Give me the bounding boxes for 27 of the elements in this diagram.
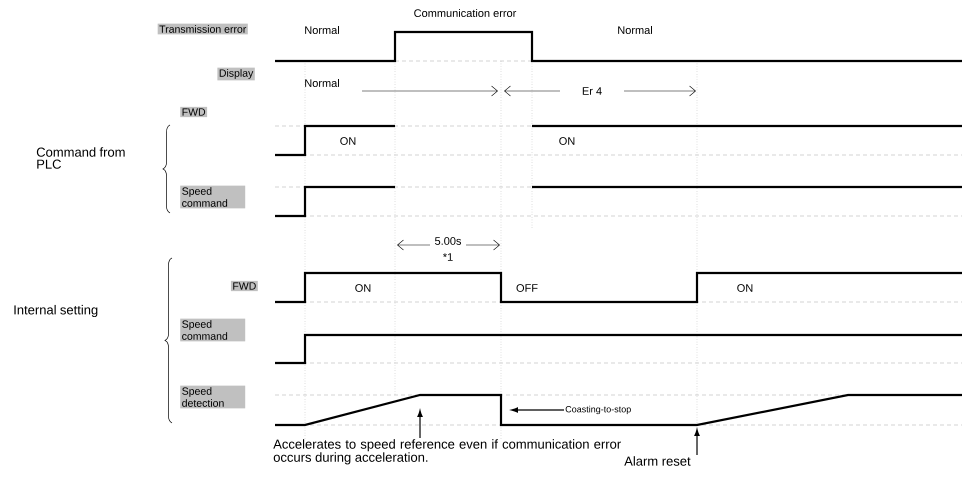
duration-label: *1 bbox=[442, 253, 453, 261]
signal-label: Speed command bbox=[180, 318, 246, 342]
state-label: ON bbox=[559, 137, 574, 145]
signal-label: FWD bbox=[230, 280, 258, 292]
state-label: Normal bbox=[305, 78, 339, 88]
state-label: ON bbox=[355, 284, 370, 292]
annotation-text: Accelerates to speed reference even if communication error occurs during acceleration. bbox=[273, 439, 621, 464]
annotation-text: Alarm reset bbox=[624, 456, 691, 466]
group-label: Internal setting bbox=[14, 304, 98, 318]
state-label: ON bbox=[340, 137, 356, 145]
leader-arrow bbox=[694, 429, 700, 455]
group-label: Command from PLC bbox=[36, 147, 125, 169]
leader-arrow bbox=[511, 407, 564, 413]
leader-arrow bbox=[417, 410, 423, 438]
signal-label: Display bbox=[217, 68, 255, 80]
duration-label: 5.00s bbox=[435, 237, 462, 245]
state-label: Communication error bbox=[414, 8, 516, 18]
state-label: OFF bbox=[516, 284, 538, 292]
signal-label: Transmission error bbox=[158, 24, 248, 34]
state-label: Normal bbox=[305, 26, 339, 34]
state-label: ON bbox=[737, 284, 752, 292]
signal-label: FWD bbox=[180, 106, 208, 118]
signal-label: Speed command bbox=[180, 186, 246, 208]
state-label: Normal bbox=[618, 26, 652, 34]
signal-label: Speed detection bbox=[180, 386, 246, 408]
annotation-text: Coasting-to-stop bbox=[566, 406, 631, 414]
state-label: Er 4 bbox=[582, 87, 602, 95]
